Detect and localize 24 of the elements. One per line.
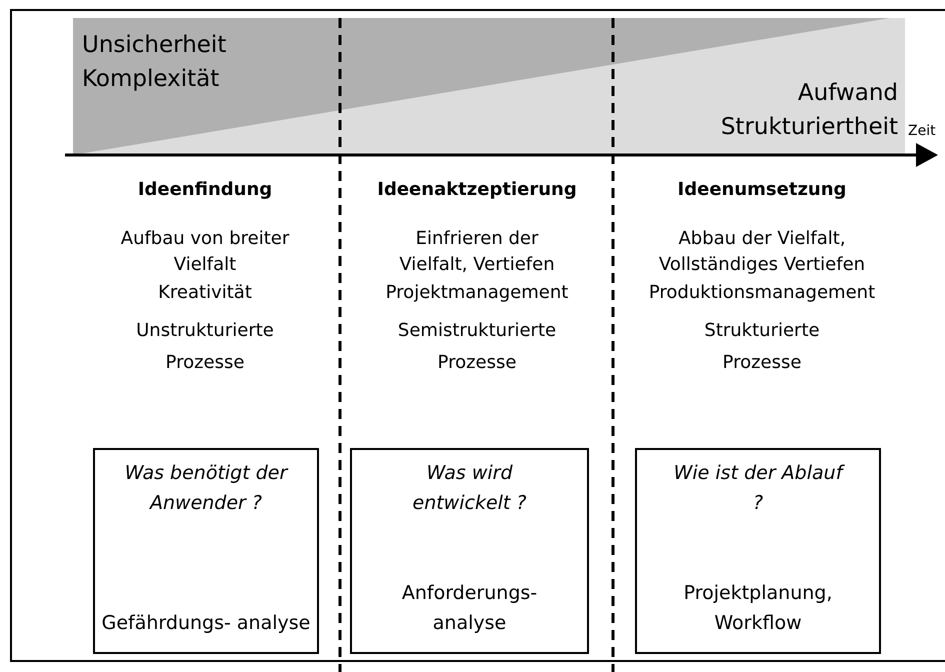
guiding-question: Was wird entwickelt ? — [412, 461, 528, 516]
phase-description: Aufbau von breiter Vielfalt — [120, 227, 290, 277]
method-box — [635, 448, 881, 654]
phase-description: Abbau der Vielfalt, Vollständiges Vertiefen — [658, 227, 866, 277]
phase-description: Strukturierte Prozesse — [703, 319, 821, 375]
phase-description: Einfrieren der Vielfalt, Vertiefen — [398, 227, 556, 277]
guiding-question: Wie ist der Ablauf ? — [670, 458, 846, 518]
method-name: Gefährdungs- analyse — [102, 611, 310, 636]
phase-description: Unstrukturierte Prozesse — [135, 319, 275, 375]
axis-label: Zeit — [908, 122, 937, 140]
band-label: Unsicherheit Komplexität — [82, 31, 228, 94]
phase-description: Semistrukturierte Prozesse — [396, 319, 558, 375]
method-box — [93, 448, 319, 654]
method-name: Anforderungs- analyse — [400, 581, 538, 636]
phase-heading: Ideenaktzeptierung — [376, 178, 578, 202]
phase-heading: Ideenfindung — [136, 178, 274, 202]
phase-description: Kreativität — [157, 281, 253, 305]
phase-description: Produktionsmanagement — [648, 281, 876, 305]
method-box — [350, 448, 589, 654]
guiding-question: Was benötigt der Anwender ? — [124, 461, 290, 516]
phase-heading: Ideenumsetzung — [676, 178, 848, 202]
band-label: Aufwand Strukturiertheit — [720, 79, 898, 142]
phase-description: Projektmanagement — [384, 281, 570, 305]
method-name: Projektplanung, Workflow — [682, 581, 834, 636]
